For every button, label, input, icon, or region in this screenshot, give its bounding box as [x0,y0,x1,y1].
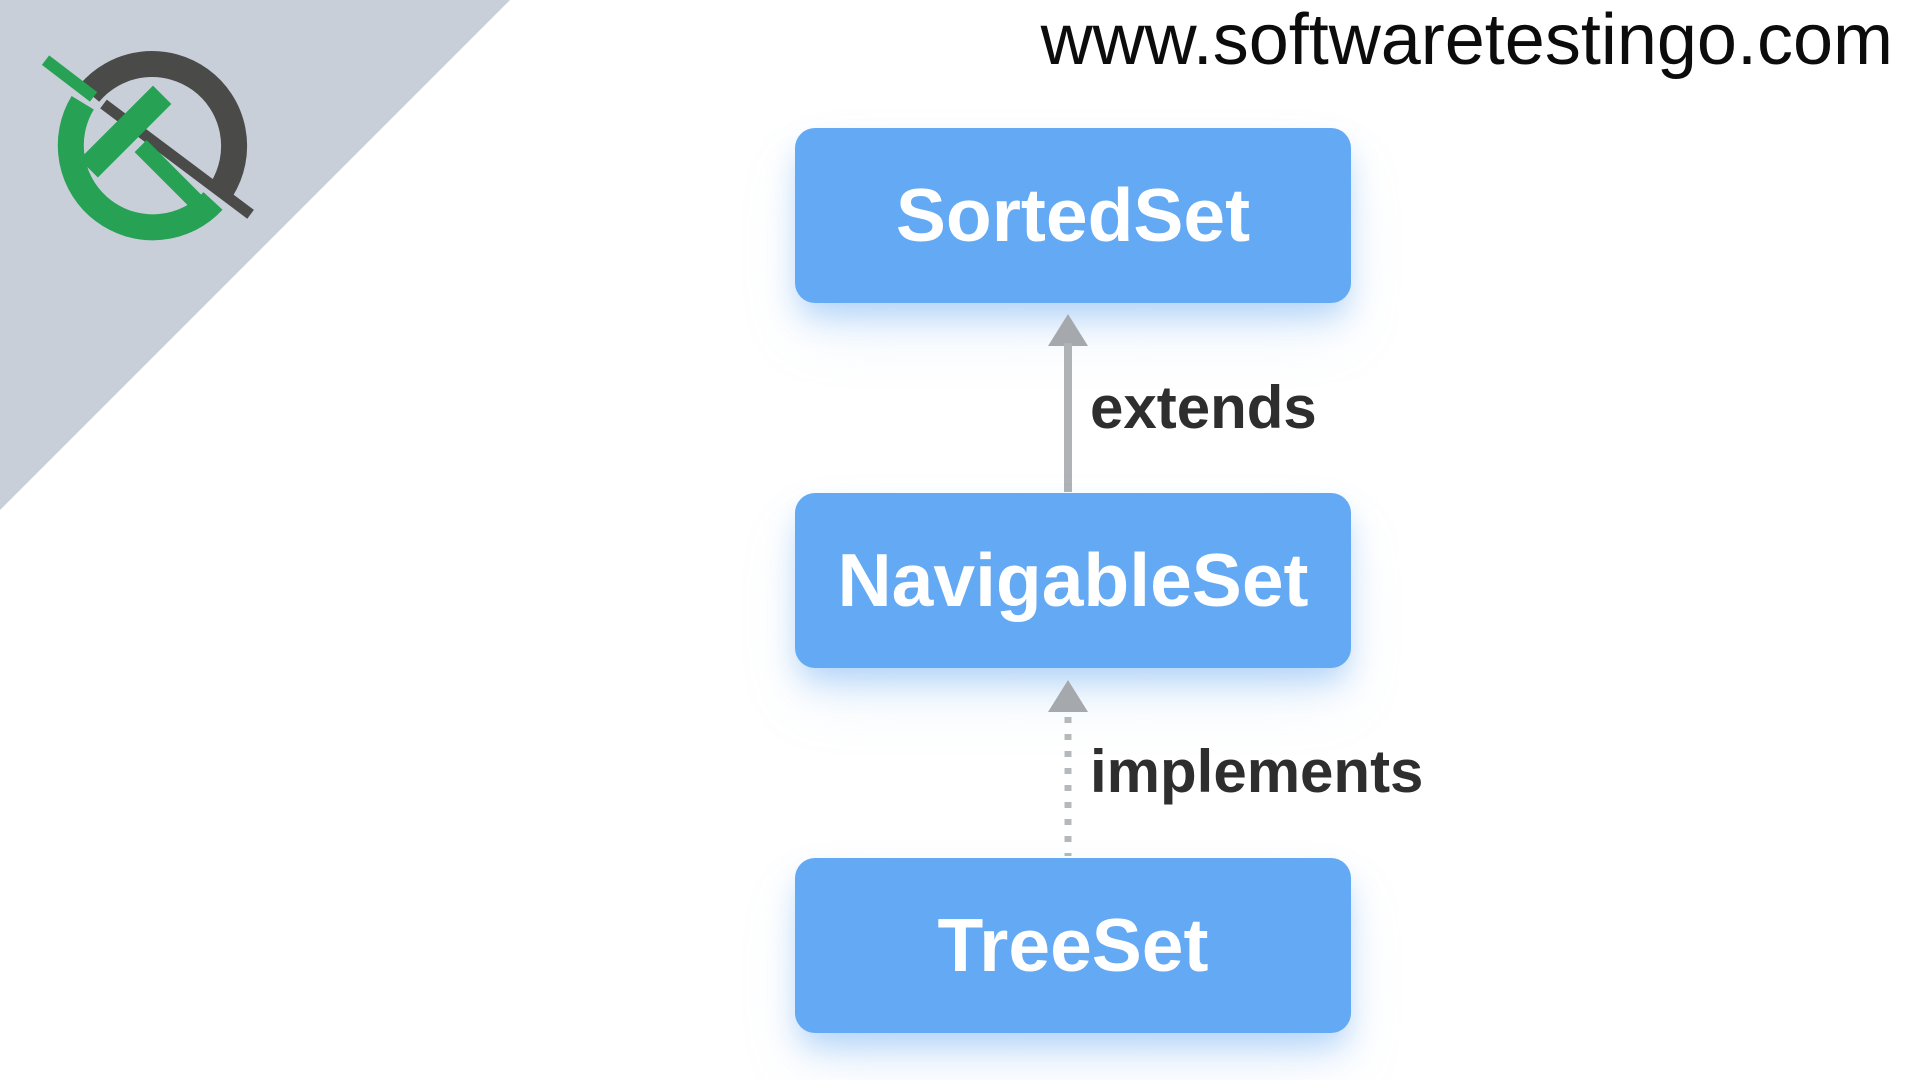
extends-arrowhead-icon [1048,314,1088,346]
logo-ring-dark-arc [79,51,248,197]
logo-ring-green-arc [57,95,223,241]
node-navigableset-label: NavigableSet [837,538,1309,622]
node-sortedset-label: SortedSet [895,173,1251,257]
logo-t-stem [134,140,207,212]
implements-arrowhead-icon [1048,680,1088,712]
node-treeset: TreeSet [795,858,1351,1033]
node-sortedset: SortedSet [795,128,1351,303]
logo-t-crossbar [79,85,172,178]
edge-label-extends: extends [1090,374,1317,441]
edge-label-implements: implements [1090,738,1424,805]
softwaretestingo-logo-icon [41,51,254,241]
site-url-text: www.softwaretestingo.com [1040,0,1893,80]
node-treeset-label: TreeSet [937,903,1209,987]
logo-slash-green-tip [41,55,98,102]
implements-arrow [1048,680,1088,856]
extends-arrow [1048,314,1088,492]
node-navigableset: NavigableSet [795,493,1351,668]
